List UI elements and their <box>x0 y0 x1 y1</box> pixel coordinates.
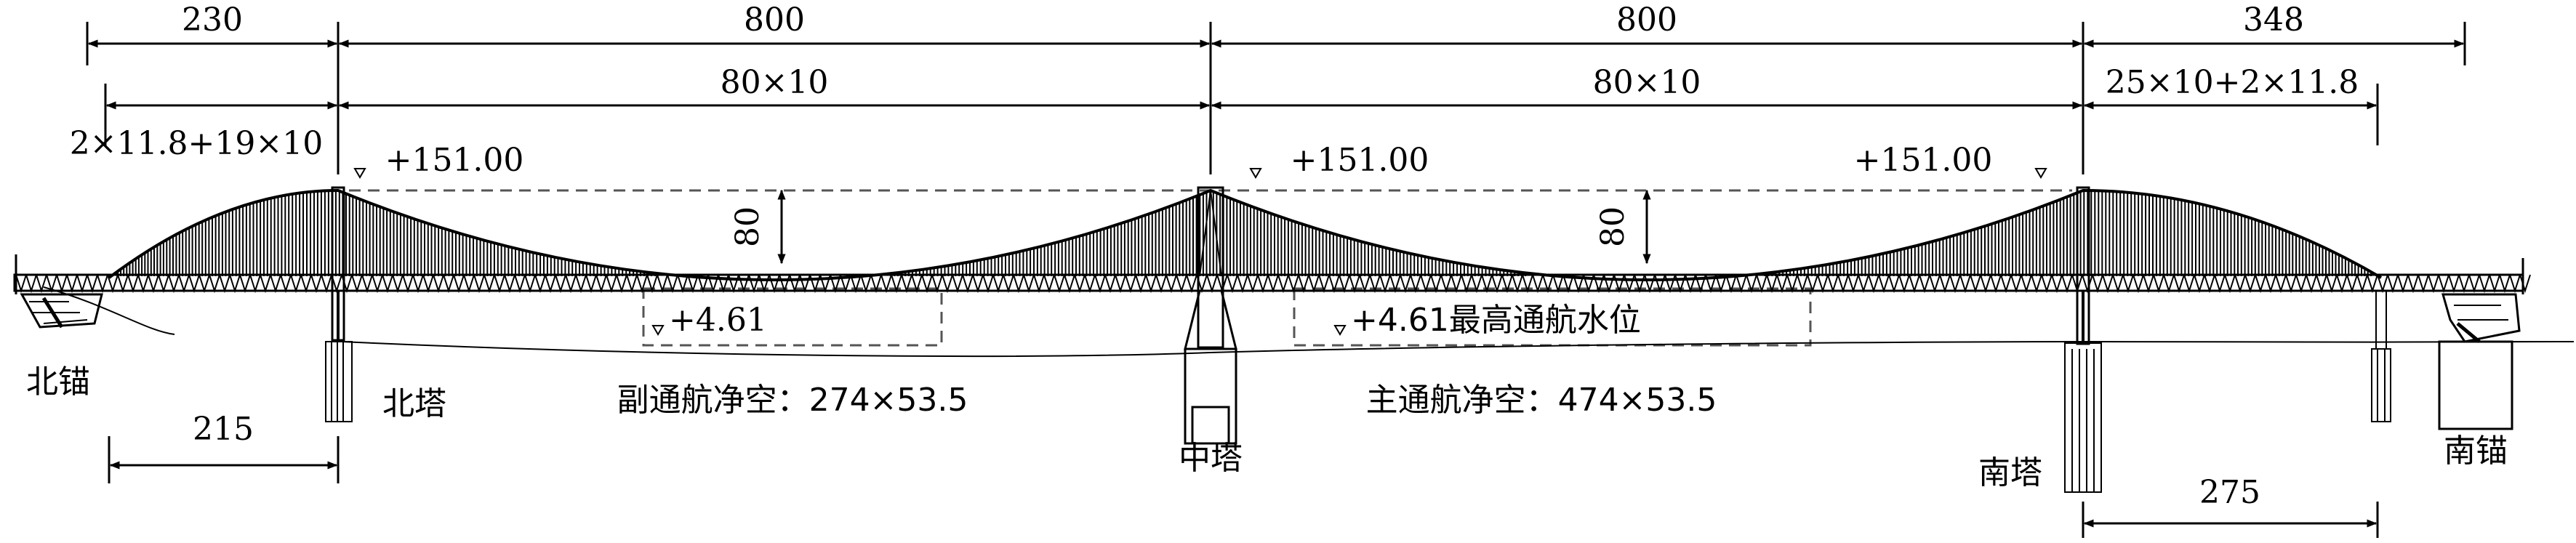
water-level-left: +4.61 <box>669 302 767 339</box>
south-anchorage <box>2438 293 2521 430</box>
secondary-channel-label: 副通航净空：274×53.5 <box>617 382 968 419</box>
span-348-label: 348 <box>2243 1 2304 39</box>
sag-right-label: 80 <box>1594 206 1632 247</box>
main-channel-label: 主通航净空：474×53.5 <box>1366 382 1717 419</box>
span-800-left-label: 800 <box>744 1 805 39</box>
left-tower-elevation: +151.00 <box>385 142 524 179</box>
elevation-markers <box>353 168 2047 336</box>
middle-tower-elevation: +151.00 <box>1291 142 1429 179</box>
bottom-right-dim: 275 <box>2199 474 2260 511</box>
left-side-span-label: 2×11.8+19×10 <box>70 125 324 162</box>
bottom-left-dim: 215 <box>193 411 254 448</box>
south-tower-foundation <box>2064 342 2102 493</box>
subspan-right-label: 80×10 <box>1593 64 1701 101</box>
north-tower-label: 北塔 <box>382 385 446 422</box>
south-tower-label: 南塔 <box>1978 454 2042 491</box>
north-anchor-label: 北锚 <box>26 363 90 401</box>
subspan-left-label: 80×10 <box>721 64 829 101</box>
dimension-lines <box>86 22 2466 538</box>
span-230-label: 230 <box>182 1 243 39</box>
middle-tower-foundation <box>1184 289 1237 445</box>
side-pier <box>2371 290 2391 422</box>
water-level-right: +4.61最高通航水位 <box>1351 302 1641 339</box>
bridge-structure <box>13 186 2574 493</box>
sag-left-label: 80 <box>729 206 766 247</box>
subspan-side-label: 25×10+2×11.8 <box>2106 64 2359 101</box>
middle-tower-label: 中塔 <box>1179 440 1243 477</box>
right-tower-elevation: +151.00 <box>1854 142 1993 179</box>
north-anchorage <box>20 293 103 329</box>
south-anchor-label: 南锚 <box>2444 433 2508 470</box>
north-tower-foundation <box>325 341 353 422</box>
span-800-right-label: 800 <box>1616 1 1677 39</box>
